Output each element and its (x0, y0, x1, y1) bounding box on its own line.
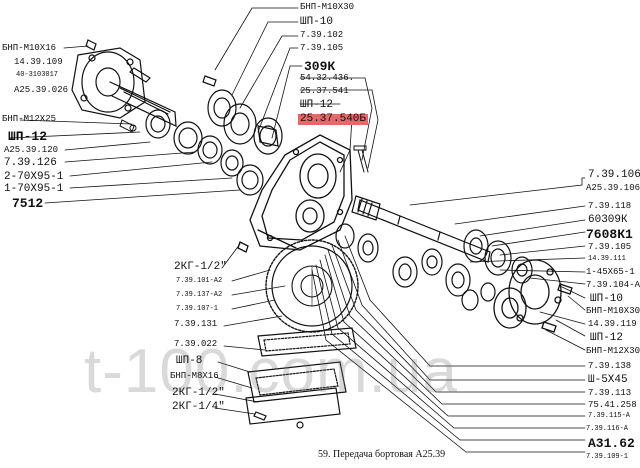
label-70x95-1[interactable]: 1-70Х95-1 (4, 183, 64, 195)
label-739109-1[interactable]: 7.39.109-1 (586, 453, 629, 461)
label-739126[interactable]: 7.39.126 (4, 157, 57, 169)
seal-rings-left (145, 109, 264, 196)
right-flange (493, 259, 573, 333)
label-2537541[interactable]: 25.37.541 (300, 86, 349, 96)
label-kg12-top[interactable]: 2КГ-1/2" (174, 261, 227, 273)
gearbox-housing (237, 134, 353, 253)
label-1439111[interactable]: 14.39.111 (588, 255, 626, 263)
bolt-set-left (119, 119, 137, 133)
figure-caption: 59. Передача бортовая А25.39 (318, 449, 445, 460)
label-739022[interactable]: 7.39.022 (174, 339, 218, 349)
label-sp8[interactable]: ШП-8 (176, 355, 203, 367)
label-sp12-right[interactable]: ШП-12 (590, 332, 624, 344)
label-2537540b-highlighted[interactable]: 25.37.540Б (298, 113, 369, 125)
label-309k[interactable]: 309К (304, 59, 336, 74)
label-739102[interactable]: 7.39.102 (300, 30, 344, 40)
label-1439119[interactable]: 14.39.119 (588, 319, 637, 329)
label-sp10-right[interactable]: ШП-10 (590, 293, 624, 305)
label-bolt-left[interactable]: БНП-М10Х16 (2, 43, 57, 53)
figure-number: 59. (318, 449, 331, 460)
label-a2539120[interactable]: А25.39.120 (4, 145, 59, 155)
label-bolt-m12x30[interactable]: БНП-М12Х30 (586, 346, 640, 356)
label-739101a2[interactable]: 7.39.101-А2 (176, 277, 223, 285)
label-a3162[interactable]: А31.62 (588, 436, 635, 451)
right-bearings (335, 223, 533, 311)
label-bolt-m8x16[interactable]: БНП-М8Х16 (170, 371, 219, 381)
label-739118[interactable]: 7.39.118 (588, 201, 632, 211)
label-a2539106[interactable]: А25.39.106 (586, 183, 640, 193)
label-403103017[interactable]: 40-3103017 (16, 71, 59, 79)
label-739115a[interactable]: 7.39.115-А (588, 412, 631, 420)
upper-bearings (202, 75, 283, 155)
label-a2539026[interactable]: А25.39.026 (14, 85, 69, 95)
label-bolt-m10x30-right[interactable]: БНП-М10Х30 (586, 306, 640, 316)
leader-lines (9, 7, 586, 453)
label-739113[interactable]: 7.39.113 (588, 388, 632, 398)
housing-bolts (353, 145, 369, 173)
label-sp10-top[interactable]: ШП-10 (300, 16, 334, 28)
hub-flange (71, 39, 177, 127)
label-7391071[interactable]: 7.39.107-1 (176, 305, 219, 313)
cover-plates (245, 327, 357, 429)
label-45x65[interactable]: 1-45Х65-1 (586, 267, 635, 277)
label-739104a[interactable]: 7.39.104-А (586, 280, 640, 290)
label-7541258[interactable]: 75.41.258 (588, 400, 637, 410)
label-sp12-mid[interactable]: ШП-12 (300, 99, 334, 111)
label-kg12-bottom[interactable]: 2КГ-1/2" (172, 387, 225, 399)
label-739105[interactable]: 7.39.105 (300, 43, 344, 53)
large-gear (265, 239, 359, 333)
label-739138[interactable]: 7.39.138 (588, 361, 632, 371)
label-kg14[interactable]: 2КГ-1/4" (172, 401, 225, 413)
label-739105-right[interactable]: 7.39.105 (588, 242, 632, 252)
label-739106[interactable]: 7.39.106 (588, 169, 640, 181)
label-sp12-left[interactable]: ШП-12 (8, 129, 48, 144)
label-739116a[interactable]: 7.39.116-А (586, 425, 629, 433)
label-5432436[interactable]: 54.32.436. (300, 73, 355, 83)
output-shaft (351, 195, 491, 263)
label-5x45[interactable]: Ш-5Х45 (588, 374, 628, 386)
label-739131[interactable]: 7.39.131 (174, 319, 218, 329)
figure-title: Передача бортовая А25.39 (333, 449, 446, 460)
label-top-bolt[interactable]: БНП-М10Х30 (300, 2, 355, 12)
label-60309k[interactable]: 60309К (588, 214, 628, 226)
label-bolt-m12[interactable]: БНП-М12Х25 (2, 114, 57, 124)
label-7512[interactable]: 7512 (12, 196, 44, 211)
label-70x95-2[interactable]: 2-70Х95-1 (4, 171, 64, 183)
label-1439109[interactable]: 14.39.109 (14, 57, 63, 67)
label-739137a2[interactable]: 7.39.137-А2 (176, 291, 223, 299)
label-7608k1[interactable]: 7608К1 (586, 227, 633, 242)
